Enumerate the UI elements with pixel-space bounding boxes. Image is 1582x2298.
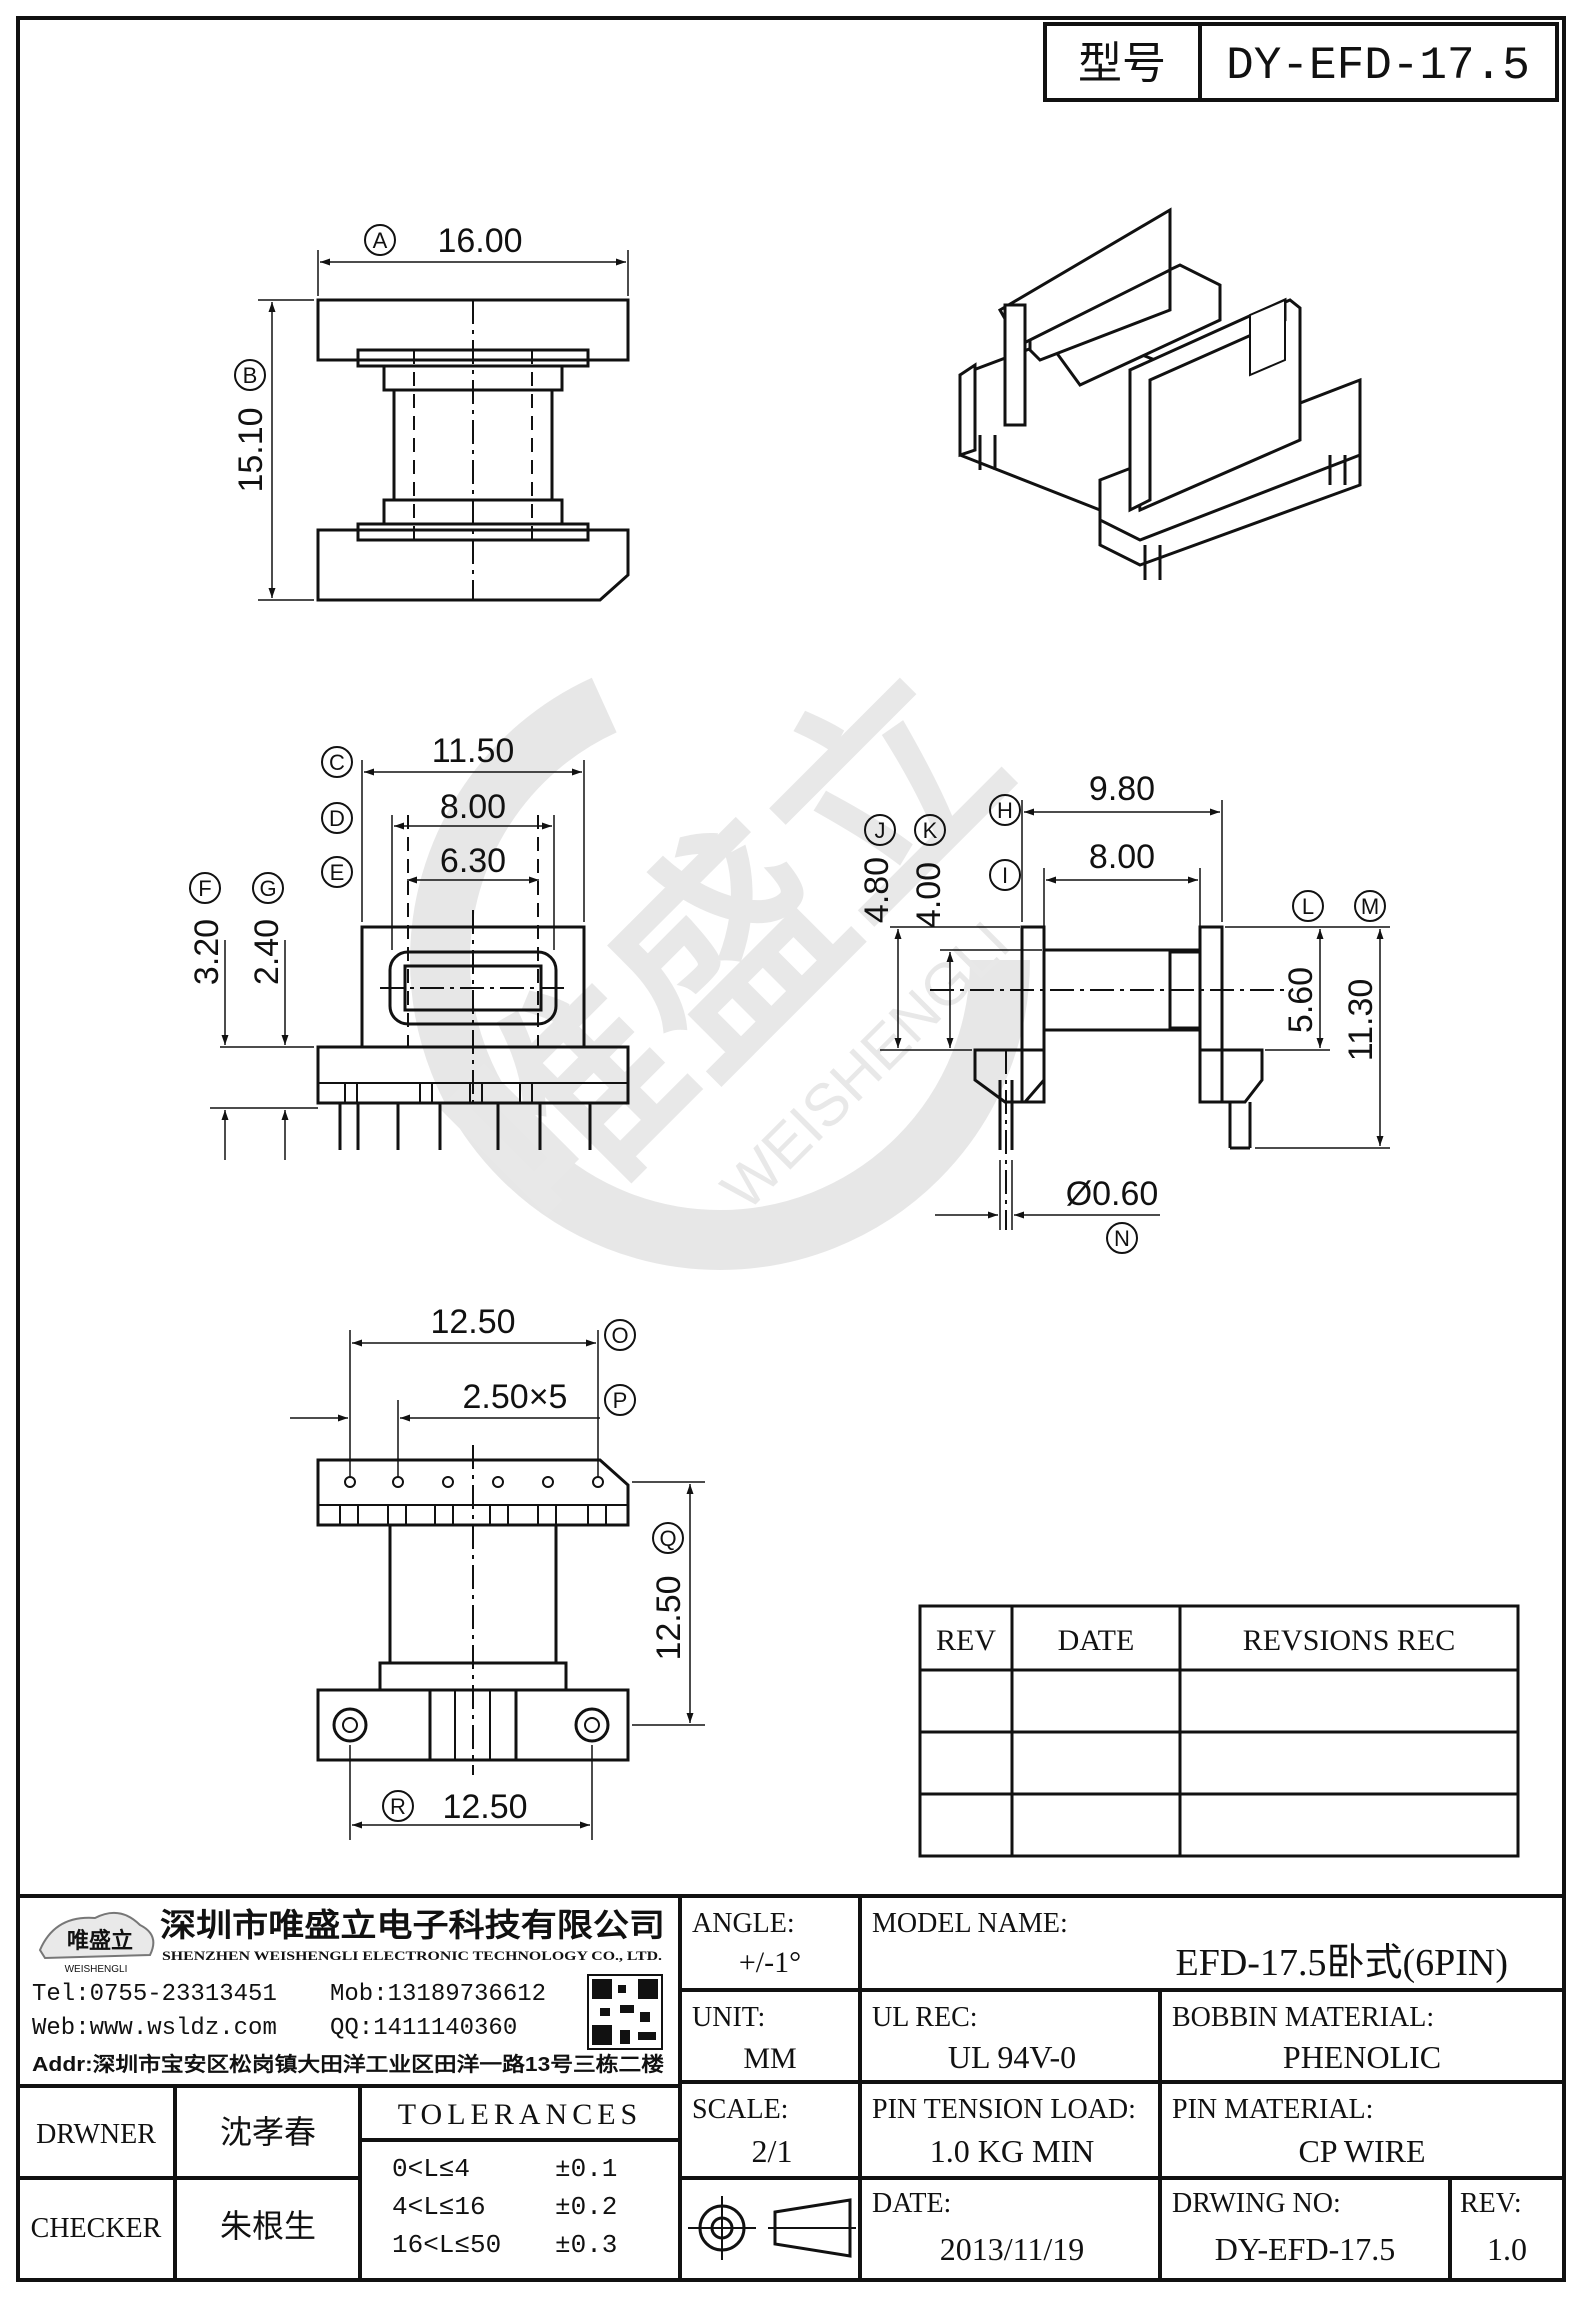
tolerances-label: TOLERANCES	[398, 2098, 642, 2131]
company-mob: Mob:13189736612	[330, 1981, 546, 2008]
dim-e-label: E	[330, 860, 345, 885]
front-pins	[338, 1082, 592, 1150]
scale-label: SCALE:	[692, 2094, 788, 2125]
dim-o-label: O	[611, 1323, 628, 1348]
dim-m-value: 11.30	[1342, 979, 1380, 1062]
dim-p-label: P	[613, 1388, 628, 1413]
company-name-en: SHENZHEN WEISHENGLI ELECTRONIC TECHNOLOG…	[162, 1948, 662, 1963]
pin-tension-label: PIN TENSION LOAD:	[872, 2094, 1136, 2125]
scale-value: 2/1	[752, 2133, 793, 2169]
dim-k-label: K	[923, 818, 938, 843]
bobbin-material-label: BOBBIN MATERIAL:	[1172, 2002, 1434, 2033]
checker-value: 朱根生	[220, 2208, 316, 2244]
rev-value: 1.0	[1487, 2231, 1527, 2267]
drawing-no-label: DRWING NO:	[1172, 2188, 1341, 2219]
side-view: H 9.80 I 8.00 J K 4.80 4.00 L M 5.60 11.…	[858, 770, 1390, 1254]
tolerance-value-3: ±0.3	[555, 2230, 617, 2260]
model-name-label: MODEL NAME:	[872, 1908, 1068, 1939]
pin-material-label: PIN MATERIAL:	[1172, 2094, 1373, 2125]
model-name-value: EFD-17.5卧式(6PIN)	[1176, 1942, 1508, 1984]
front-view: C 11.50 D 8.00 E 6.30 F 3.20 G 2.40	[188, 732, 630, 1160]
dim-e-value: 6.30	[440, 842, 506, 880]
projection-symbol-icon	[688, 2196, 856, 2260]
tolerance-range-3: 16<L≤50	[392, 2230, 501, 2260]
company-tel: Tel:0755-23313451	[32, 1981, 277, 2008]
ul-rec-label: UL REC:	[872, 2002, 978, 2033]
dim-n-label: N	[1114, 1226, 1130, 1251]
dim-q-label: Q	[659, 1526, 676, 1551]
dim-p-value: 2.50×5	[463, 1378, 568, 1416]
rev-label: REV:	[1460, 2188, 1522, 2219]
dim-c-value: 11.50	[432, 732, 515, 770]
dim-r-value: 12.50	[442, 1788, 527, 1826]
drawer-value: 沈孝春	[220, 2114, 316, 2150]
dim-f-label: F	[198, 876, 211, 901]
dim-d-label: D	[329, 806, 345, 831]
date-value: 2013/11/19	[940, 2231, 1085, 2267]
isometric-view	[958, 207, 1362, 580]
dim-q-value: 12.50	[650, 1575, 688, 1660]
dim-r-label: R	[390, 1794, 406, 1819]
company-address: Addr:深圳市宝安区松岗镇大田洋工业区田洋一路13号三栋二楼	[32, 2052, 664, 2076]
dim-c-label: C	[329, 750, 345, 775]
dim-j-label: J	[875, 818, 886, 843]
sheet-border	[16, 16, 1566, 2282]
title-block: 唯盛立 WEISHENGLI 深圳市唯盛立电子科技有限公司 SHENZHEN W…	[18, 1894, 1564, 2280]
dim-b-label: B	[243, 363, 258, 388]
ul-rec-value: UL 94V-0	[948, 2039, 1076, 2075]
company-logo-text: 唯盛立	[67, 1928, 133, 1953]
company-logo-sub: WEISHENGLI	[65, 1964, 128, 1975]
dim-b-value: 15.10	[232, 407, 270, 492]
company-logo: 唯盛立 WEISHENGLI	[38, 1911, 155, 1975]
checker-label: CHECKER	[31, 2213, 162, 2244]
bottom-pin-holes	[339, 1476, 607, 1526]
watermark: 唯盛立 WEISHENGLI	[408, 628, 1049, 1270]
dim-d-value: 8.00	[440, 788, 506, 826]
dim-l-value: 5.60	[1282, 967, 1320, 1033]
pin-material-value: CP WIRE	[1298, 2133, 1425, 2169]
dim-h-label: H	[997, 798, 1013, 823]
dim-k-value: 4.00	[910, 862, 948, 928]
drawing-no-value: DY-EFD-17.5	[1215, 2231, 1395, 2267]
rev-header-rev: REV	[936, 1624, 996, 1657]
tolerance-value-1: ±0.1	[555, 2154, 617, 2184]
dim-n-value: Ø0.60	[1066, 1175, 1159, 1213]
angle-label: ANGLE:	[692, 1908, 795, 1939]
model-header-value: DY-EFD-17.5	[1226, 40, 1530, 92]
company-qq: QQ:1411140360	[330, 2015, 517, 2042]
date-label: DATE:	[872, 2188, 951, 2219]
dim-g-value: 2.40	[248, 919, 286, 985]
angle-value: +/-1°	[739, 1946, 801, 1979]
bobbin-material-value: PHENOLIC	[1283, 2039, 1441, 2075]
company-name-cn: 深圳市唯盛立电子科技有限公司	[160, 1907, 665, 1943]
revision-table: REV DATE REVSIONS REC	[918, 1604, 1520, 1858]
dim-l-label: L	[1302, 894, 1314, 919]
drawer-label: DRWNER	[36, 2119, 156, 2150]
dim-m-label: M	[1361, 894, 1379, 919]
model-header: 型号 DY-EFD-17.5	[1043, 22, 1559, 102]
bottom-view: 12.50 O 2.50×5 P Q 12.50 R 12.50	[290, 1303, 705, 1840]
dim-o-value: 12.50	[430, 1303, 515, 1341]
unit-value: MM	[743, 2042, 796, 2075]
dim-g-label: G	[259, 876, 276, 901]
dim-a-value: 16.00	[437, 222, 522, 260]
company-web: Web:www.wsldz.com	[32, 2015, 277, 2042]
dim-a-label: A	[373, 228, 388, 253]
dim-h-value: 9.80	[1089, 770, 1155, 808]
tolerance-range-2: 4<L≤16	[392, 2192, 486, 2222]
pin-tension-value: 1.0 KG MIN	[930, 2133, 1094, 2169]
dim-i-value: 8.00	[1089, 838, 1155, 876]
tolerance-range-1: 0<L≤4	[392, 2154, 470, 2184]
dim-j-value: 4.80	[858, 857, 896, 923]
unit-label: UNIT:	[692, 2002, 765, 2033]
model-header-label: 型号	[1078, 39, 1166, 88]
rev-header-date: DATE	[1058, 1624, 1135, 1657]
top-view: A 16.00 B 15.10	[232, 222, 630, 602]
dim-f-value: 3.20	[188, 919, 226, 985]
tolerance-value-2: ±0.2	[555, 2192, 617, 2222]
rev-header-rec: REVSIONS REC	[1243, 1624, 1456, 1657]
dim-i-label: I	[1002, 863, 1008, 888]
qr-code-icon	[587, 1974, 663, 2050]
